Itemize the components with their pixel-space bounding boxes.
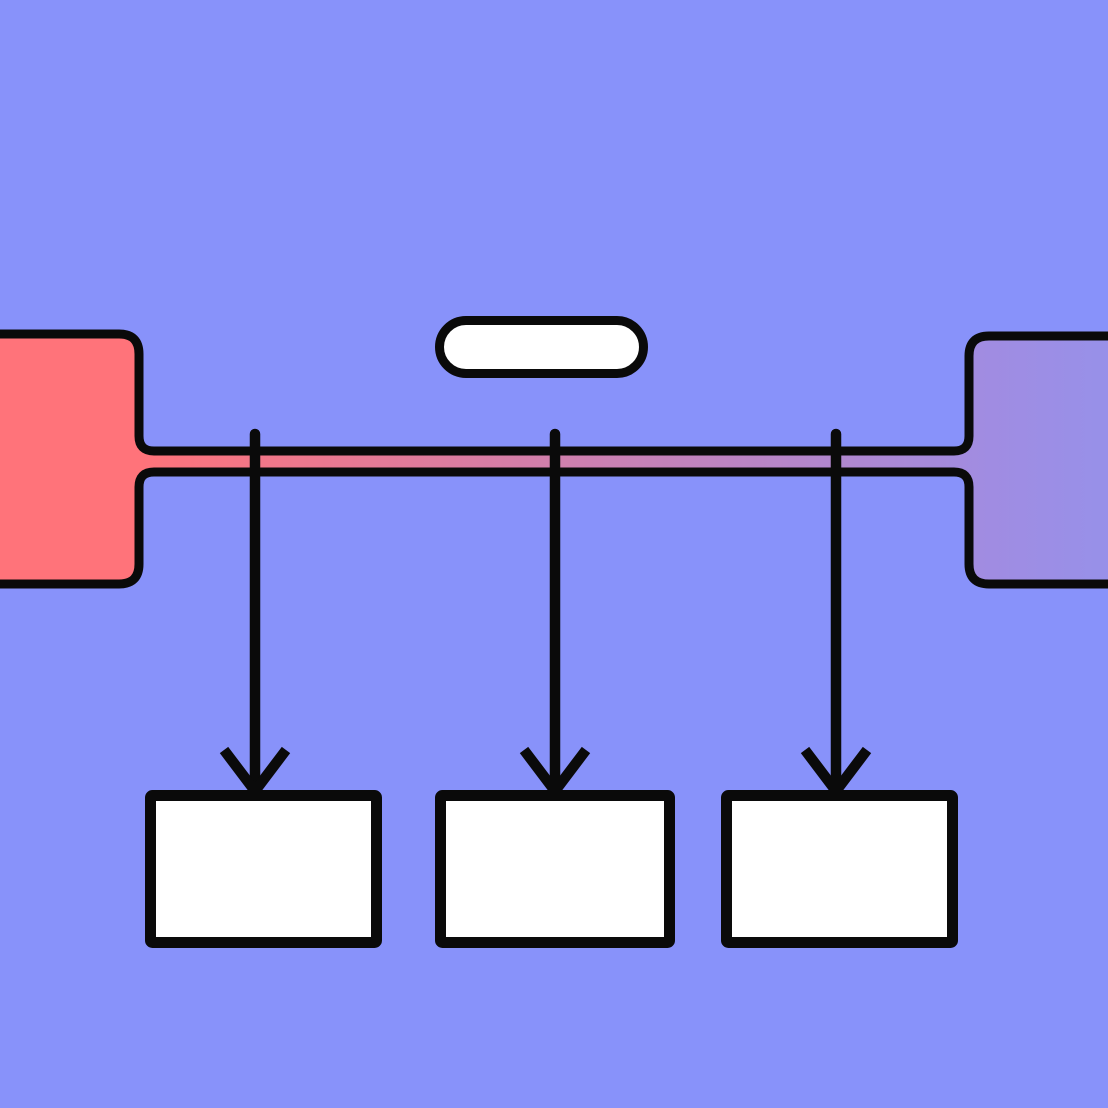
target-box-2[interactable] [435,790,675,948]
pill-node[interactable] [435,316,648,378]
target-box-3[interactable] [721,790,958,948]
target-box-1[interactable] [145,790,382,948]
